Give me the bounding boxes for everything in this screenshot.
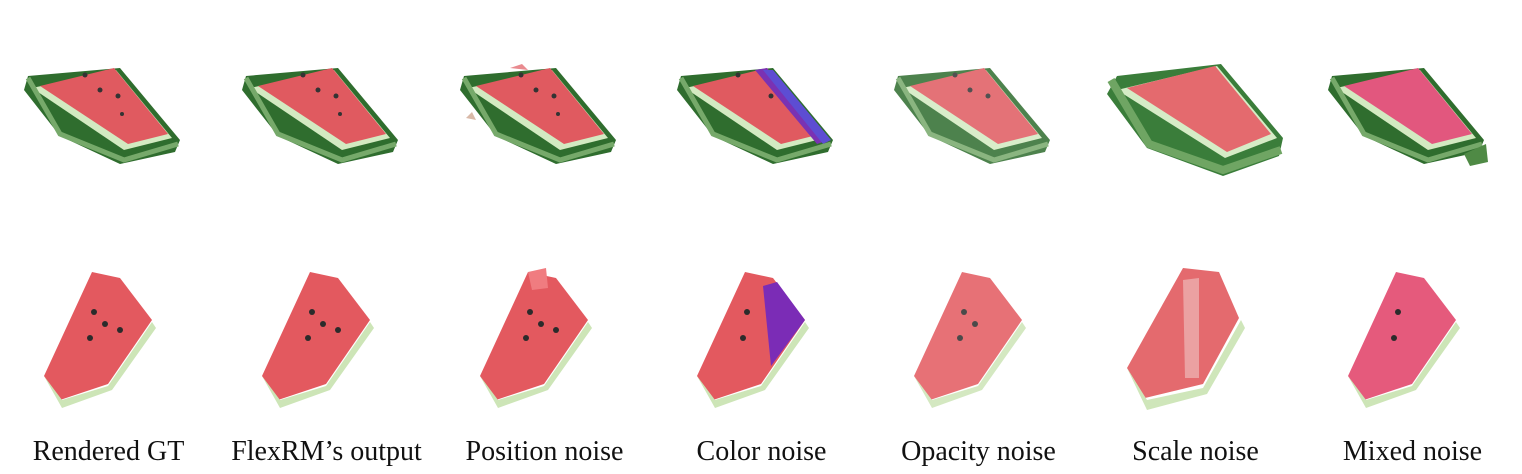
watermelon-view-2-rendered-gt xyxy=(0,238,217,438)
watermelon-view-1-color-noise xyxy=(653,40,870,240)
column-flexrm-output: FlexRM’s output xyxy=(218,0,435,474)
watermelon-view-2-scale-noise xyxy=(1087,238,1304,438)
column-scale-noise: Scale noise xyxy=(1087,0,1304,474)
watermelon-view-1-flexrm-output xyxy=(218,40,435,240)
column-color-noise: Color noise xyxy=(653,0,870,474)
watermelon-view-2-flexrm-output xyxy=(218,238,435,438)
caption-opacity-noise: Opacity noise xyxy=(901,436,1056,467)
column-rendered-gt: Rendered GT xyxy=(0,0,217,474)
watermelon-view-1-scale-noise xyxy=(1087,40,1304,240)
caption-mixed-noise: Mixed noise xyxy=(1342,436,1483,467)
caption-scale-noise: Scale noise xyxy=(1132,436,1259,467)
watermelon-view-2-position-noise xyxy=(436,238,653,438)
watermelon-view-1-mixed-noise xyxy=(1304,40,1521,240)
watermelon-view-1-opacity-noise xyxy=(870,40,1087,240)
column-mixed-noise: Mixed noise xyxy=(1304,0,1521,474)
caption-rendered-gt: Rendered GT xyxy=(32,436,185,467)
watermelon-view-1-rendered-gt xyxy=(0,40,217,240)
caption-color-noise: Color noise xyxy=(696,436,827,467)
caption-flexrm-output: FlexRM’s output xyxy=(231,436,422,467)
column-position-noise: Position noise xyxy=(436,0,653,474)
column-opacity-noise: Opacity noise xyxy=(870,0,1087,474)
watermelon-view-1-position-noise xyxy=(436,40,653,240)
watermelon-view-2-color-noise xyxy=(653,238,870,438)
caption-position-noise: Position noise xyxy=(465,436,624,467)
watermelon-view-2-opacity-noise xyxy=(870,238,1087,438)
watermelon-view-2-mixed-noise xyxy=(1304,238,1521,438)
